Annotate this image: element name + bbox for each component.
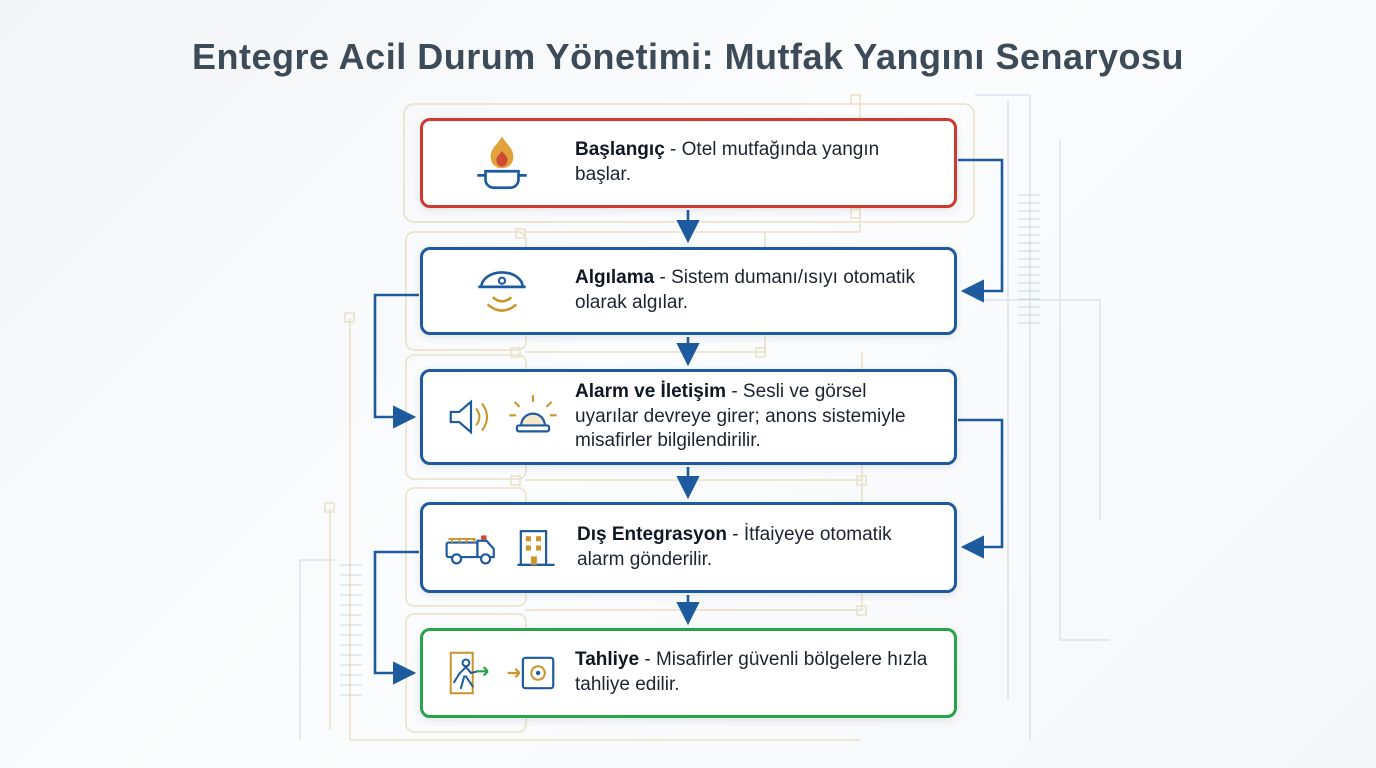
- emergency-exit-icon: [449, 651, 489, 695]
- step-start-text: Başlangıç - Otel mutfağında yangın başla…: [575, 138, 934, 187]
- step-start-label: Başlangıç: [575, 139, 665, 161]
- step-start-box: Başlangıç - Otel mutfağında yangın başla…: [420, 118, 957, 208]
- step-detection-icons: [443, 258, 561, 324]
- step-evacuation-text: Tahliye - Misafirler güvenli bölgelere h…: [575, 648, 934, 697]
- connector-right-2: [958, 418, 1004, 559]
- loudspeaker-icon: [449, 399, 489, 435]
- step-evacuation-icons: [443, 646, 561, 700]
- fire-truck-icon: [445, 534, 495, 564]
- assembly-point-icon: [507, 656, 555, 690]
- step-external-box: Dış Entegrasyon - İtfaiyeye otomatik ala…: [420, 502, 957, 593]
- connector-right-1: [958, 158, 1004, 303]
- step-detection-text: Algılama - Sistem dumanı/ısıyı otomatik …: [575, 266, 934, 315]
- step-alarm-text: Alarm ve İletişim - Sesli ve görsel uyar…: [575, 380, 934, 454]
- siren-icon: [509, 395, 557, 433]
- step-evacuation-box: Tahliye - Misafirler güvenli bölgelere h…: [420, 628, 957, 718]
- step-external-text: Dış Entegrasyon - İtfaiyeye otomatik ala…: [577, 523, 934, 572]
- step-alarm-icons: [443, 390, 561, 444]
- step-alarm-label: Alarm ve İletişim: [575, 380, 727, 402]
- pot-fire-icon: [477, 136, 527, 190]
- step-external-label: Dış Entegrasyon: [577, 523, 727, 545]
- step-detection-label: Algılama: [575, 267, 655, 289]
- step-alarm-box: Alarm ve İletişim - Sesli ve görsel uyar…: [420, 369, 957, 465]
- step-detection-box: Algılama - Sistem dumanı/ısıyı otomatik …: [420, 247, 957, 335]
- page-title: Entegre Acil Durum Yönetimi: Mutfak Yang…: [191, 36, 1185, 77]
- connector-left-1: [373, 293, 419, 429]
- step-start-icons: [443, 130, 561, 196]
- step-evacuation-label: Tahliye: [575, 649, 640, 671]
- connector-left-2: [373, 550, 419, 685]
- smoke-detector-icon: [478, 271, 526, 312]
- building-icon: [517, 529, 555, 566]
- step-external-icons: [443, 519, 563, 577]
